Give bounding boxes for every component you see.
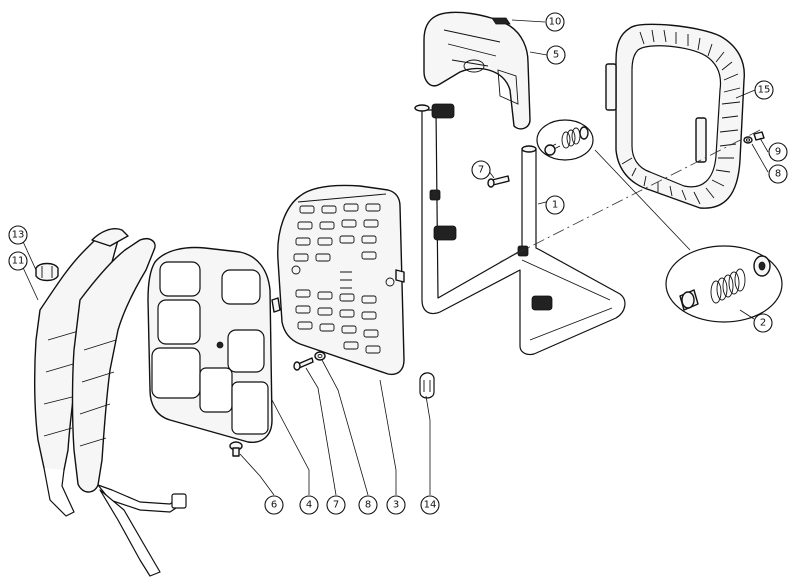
callout-label-4: 4 <box>306 500 312 511</box>
callout-9: 9 <box>768 142 788 162</box>
strap-clip <box>35 262 59 282</box>
spring-assembly-inline <box>536 119 594 161</box>
callout-label-9: 9 <box>775 147 781 158</box>
nut <box>753 131 765 141</box>
screw <box>229 441 243 457</box>
callout-15: 15 <box>754 80 774 100</box>
callout-label-15: 15 <box>758 85 771 96</box>
washer-lower <box>314 351 326 361</box>
bolt-upper <box>487 175 510 188</box>
handle-clip <box>491 17 511 25</box>
callout-8-lower: 8 <box>358 495 378 515</box>
frame <box>414 103 626 356</box>
carabiner <box>419 372 435 399</box>
callout-label-8-upper: 8 <box>775 169 781 180</box>
callout-3: 3 <box>386 495 406 515</box>
callout-label-10: 10 <box>549 17 562 28</box>
top-handle <box>423 11 531 130</box>
callout-label-6: 6 <box>271 500 277 511</box>
back-cushion <box>147 246 273 443</box>
callout-7-lower: 7 <box>326 495 346 515</box>
callout-label-1: 1 <box>552 200 558 211</box>
washer-upper <box>743 136 753 144</box>
callout-label-8-lower: 8 <box>365 500 371 511</box>
callout-5: 5 <box>546 45 566 65</box>
callout-13: 13 <box>8 225 28 245</box>
callout-11: 11 <box>8 251 28 271</box>
callout-label-14: 14 <box>424 500 437 511</box>
callout-label-2: 2 <box>760 318 766 329</box>
callout-label-5: 5 <box>553 50 559 61</box>
callout-label-7-lower: 7 <box>333 500 339 511</box>
callout-2: 2 <box>753 313 773 333</box>
bolt-lower <box>293 357 314 371</box>
callout-6: 6 <box>264 495 284 515</box>
back-plate <box>271 184 405 376</box>
callout-1: 1 <box>545 195 565 215</box>
callout-10: 10 <box>545 12 565 32</box>
callout-14: 14 <box>420 495 440 515</box>
callout-label-7-upper: 7 <box>478 165 484 176</box>
tank-ring <box>605 23 745 209</box>
spring-assembly-detail <box>665 245 783 323</box>
shoulder-strap-right <box>71 238 187 577</box>
callout-7-upper: 7 <box>471 160 491 180</box>
callout-4: 4 <box>299 495 319 515</box>
assembly-axis <box>499 129 761 263</box>
callout-label-11: 11 <box>12 256 25 267</box>
callout-8-upper: 8 <box>768 164 788 184</box>
callout-label-3: 3 <box>393 500 399 511</box>
callout-label-13: 13 <box>12 230 25 241</box>
